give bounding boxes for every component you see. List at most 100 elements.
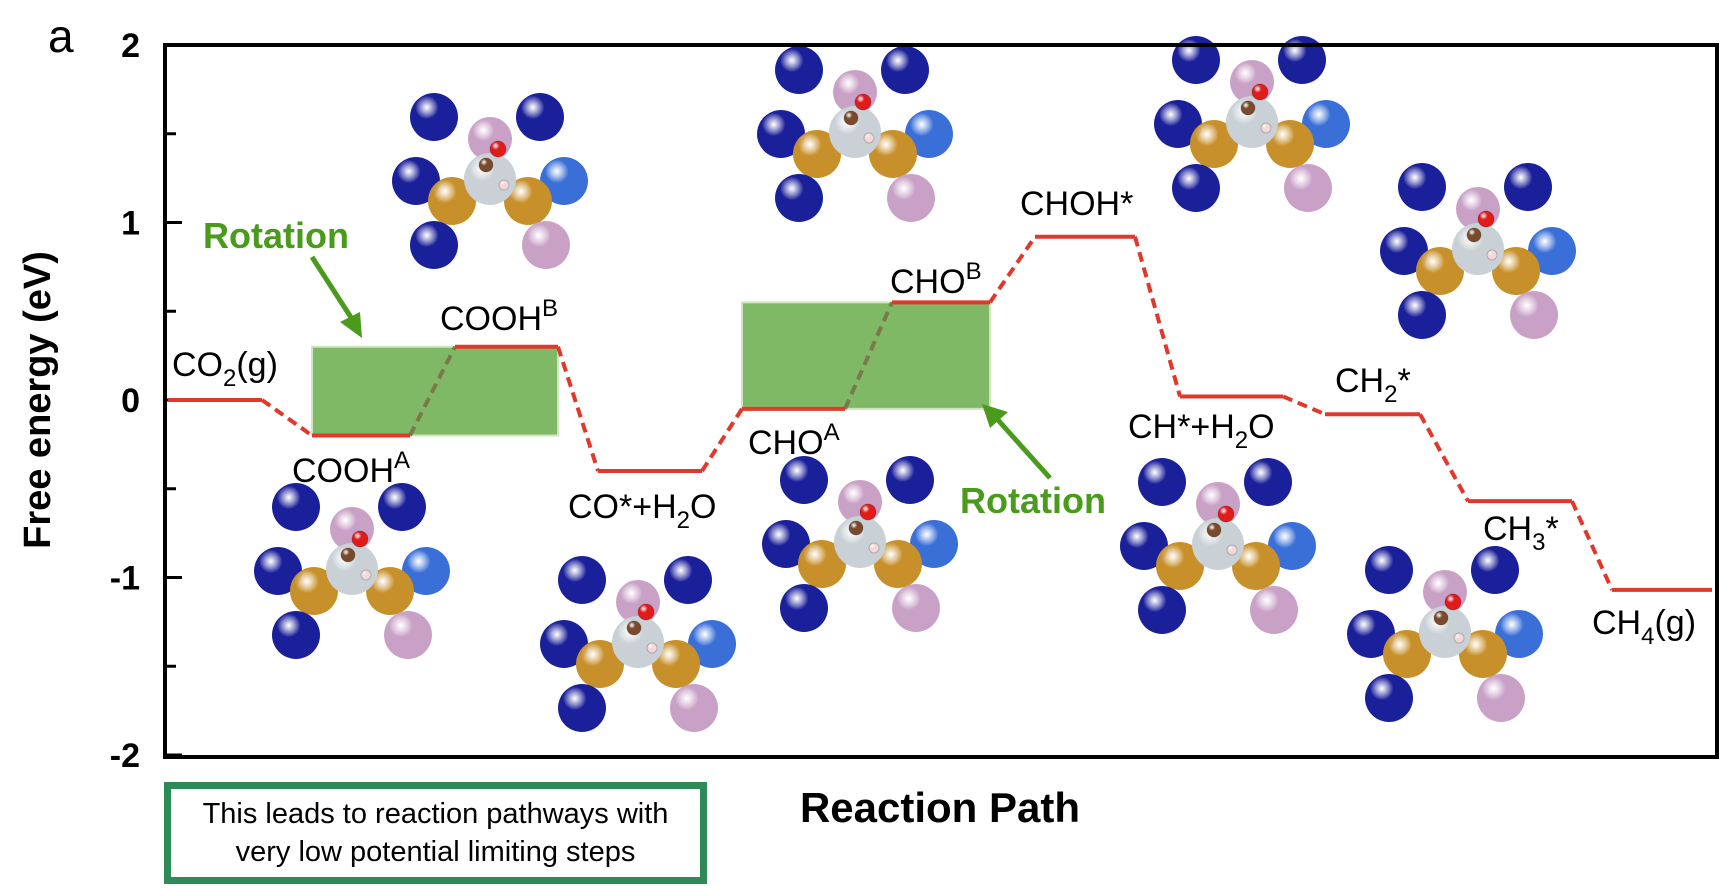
carbon-atom xyxy=(1466,227,1482,243)
pink-atom xyxy=(1477,674,1525,722)
dark-blue-atom xyxy=(1365,546,1413,594)
oxygen-atom xyxy=(489,140,507,158)
step-connector xyxy=(988,235,1037,304)
gold-atom xyxy=(1492,247,1540,295)
carbon-atom xyxy=(1206,522,1222,538)
oxygen-atom xyxy=(854,93,872,111)
gold-atom xyxy=(1416,247,1464,295)
dark-blue-atom xyxy=(1365,674,1413,722)
y-axis-title: Free energy (eV) xyxy=(17,251,59,549)
hydrogen-atom xyxy=(360,569,372,581)
step-connector xyxy=(556,346,600,472)
step-label: CHOH* xyxy=(1020,185,1133,223)
adsorbate-cluster xyxy=(1347,546,1543,722)
dark-blue-atom xyxy=(1504,163,1552,211)
gold-atom xyxy=(576,640,624,688)
pink-atom xyxy=(887,174,935,222)
adsorbate-cluster xyxy=(1120,458,1316,634)
hydrogen-atom xyxy=(868,542,880,554)
oxygen-atom xyxy=(1444,593,1462,611)
dark-blue-atom xyxy=(410,93,458,141)
carbon-atom xyxy=(843,110,859,126)
metal-center-atom xyxy=(1452,223,1504,275)
carbon-atom xyxy=(1433,610,1449,626)
dark-blue-atom xyxy=(1138,458,1186,506)
pink-atom xyxy=(670,684,718,732)
dark-blue-atom xyxy=(881,46,929,94)
dark-blue-atom xyxy=(558,684,606,732)
oxygen-atom xyxy=(1217,505,1235,523)
dark-blue-atom xyxy=(1244,458,1292,506)
light-blue-atom xyxy=(1302,100,1350,148)
gold-atom xyxy=(1383,630,1431,678)
gold-atom xyxy=(1459,630,1507,678)
metal-center-atom xyxy=(834,516,886,568)
dark-blue-atom xyxy=(1380,227,1428,275)
adsorbate-cluster xyxy=(540,556,736,732)
dark-blue-atom xyxy=(886,456,934,504)
step-labels: CO2(g)COOHACOOHBCO*+H2OCHOACHOBCHOH*CH*+… xyxy=(172,185,1696,650)
gold-atom xyxy=(1156,542,1204,590)
oxygen-atom xyxy=(637,603,655,621)
gold-atom xyxy=(1190,120,1238,168)
rotation-annotation-left: Rotation xyxy=(203,215,362,338)
dark-blue-atom xyxy=(1172,36,1220,84)
step-label: CH4(g) xyxy=(1592,604,1696,650)
dark-blue-atom xyxy=(540,620,588,668)
rotation-box xyxy=(741,301,991,410)
step-label: CO*+H2O xyxy=(568,488,716,534)
rotation-boxes xyxy=(311,301,991,437)
dark-blue-atom xyxy=(664,556,712,604)
hydrogen-atom xyxy=(863,132,875,144)
dark-blue-atom xyxy=(1471,546,1519,594)
oxygen-atom xyxy=(859,503,877,521)
rotation-annotation-right: Rotation xyxy=(960,404,1106,521)
summary-note-line-2: very low potential limiting steps xyxy=(235,836,636,868)
y-tick-label: -1 xyxy=(110,560,140,598)
step-connector xyxy=(1282,394,1326,417)
summary-note-line-1: This leads to reaction pathways with xyxy=(202,798,669,830)
light-blue-atom xyxy=(1528,227,1576,275)
dark-blue-atom xyxy=(272,483,320,531)
gold-atom xyxy=(1232,542,1280,590)
oxygen-atom xyxy=(1251,83,1269,101)
pink-atom xyxy=(1284,164,1332,212)
gold-atom xyxy=(504,177,552,225)
adsorbate-cluster xyxy=(1154,36,1350,212)
step-label: CO2(g) xyxy=(172,346,278,392)
dark-blue-atom xyxy=(757,110,805,158)
gold-atom xyxy=(869,130,917,178)
metal-center-atom xyxy=(1226,96,1278,148)
metal-center-atom xyxy=(612,616,664,668)
energy-path xyxy=(168,234,1712,592)
light-blue-atom xyxy=(1495,610,1543,658)
summary-note: This leads to reaction pathways with ver… xyxy=(164,782,707,884)
dark-blue-atom xyxy=(254,547,302,595)
step-connector xyxy=(1570,500,1614,591)
gold-atom xyxy=(798,540,846,588)
gold-atom xyxy=(366,567,414,615)
y-tick-label: 0 xyxy=(121,382,140,420)
pink-atom xyxy=(892,584,940,632)
panel-label: a xyxy=(48,10,74,62)
light-blue-atom xyxy=(1268,522,1316,570)
pink-atom xyxy=(1510,291,1558,339)
hydrogen-atom xyxy=(1226,544,1238,556)
x-axis-title: Reaction Path xyxy=(800,784,1080,831)
step-connector xyxy=(843,301,894,410)
adsorbate-structures xyxy=(254,36,1576,732)
y-tick-label: 2 xyxy=(121,27,140,65)
dark-blue-atom xyxy=(1154,100,1202,148)
step-connector xyxy=(1418,413,1470,503)
metal-center-atom xyxy=(829,106,881,158)
step-connector xyxy=(408,345,457,437)
step-label: CH2* xyxy=(1335,362,1411,408)
gold-atom xyxy=(290,567,338,615)
dark-blue-atom xyxy=(1278,36,1326,84)
gold-atom xyxy=(874,540,922,588)
dark-blue-atom xyxy=(762,520,810,568)
step-label: CHOB xyxy=(890,258,982,301)
gold-atom xyxy=(1266,120,1314,168)
